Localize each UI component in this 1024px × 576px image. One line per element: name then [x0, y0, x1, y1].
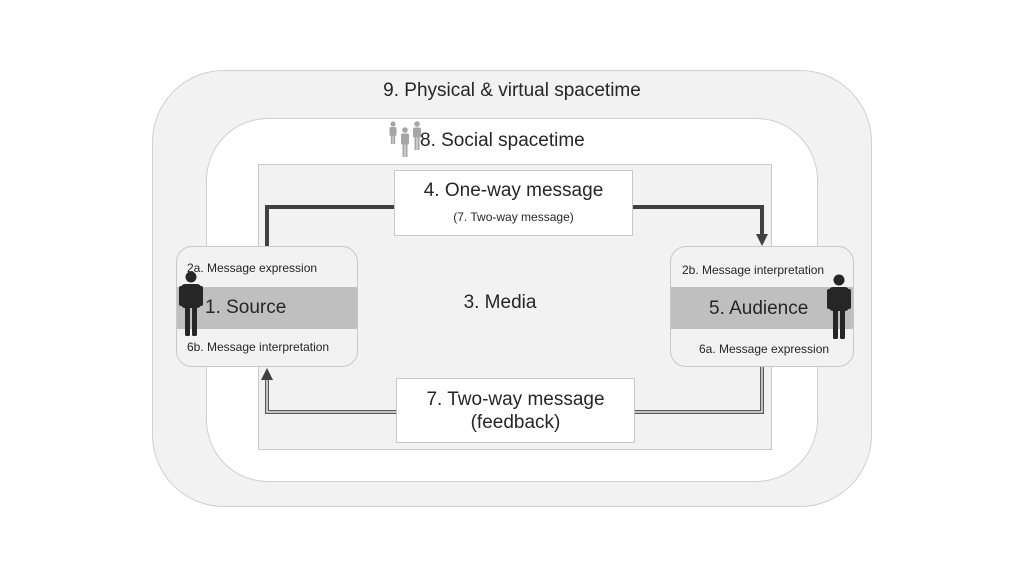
source-expression-label: 2a. Message expression [187, 261, 318, 275]
source-person-icon [179, 271, 203, 336]
one-way-message-title: 4. One-way message [423, 180, 604, 201]
feedback-arrow-left-segment [265, 378, 396, 414]
one-way-arrow-right-segment [633, 205, 764, 236]
audience-band [671, 287, 853, 329]
group-people-icon [389, 121, 421, 157]
feedback-arrow-right-segment [635, 367, 764, 414]
audience-expression-label: 6a. Message expression [699, 342, 830, 356]
audience-interpretation-label: 2b. Message interpretation [682, 263, 825, 277]
two-way-message-subtitle: (feedback) [470, 412, 561, 433]
social-spacetime-label: 8. Social spacetime [420, 130, 585, 151]
two-way-message-box: 7. Two-way message (feedback) [396, 378, 635, 443]
audience-person-icon [827, 274, 851, 339]
source-box: 2a. Message expression 1. Source 6b. Mes… [176, 246, 358, 367]
feedback-arrowhead [261, 368, 273, 380]
physical-spacetime-label: 9. Physical & virtual spacetime [383, 80, 641, 101]
one-way-message-box: 4. One-way message (7. Two-way message) [394, 170, 633, 236]
media-label: 3. Media [463, 292, 537, 313]
audience-box: 2b. Message interpretation 5. Audience 6… [670, 246, 854, 367]
one-way-arrow-left-segment [265, 205, 394, 246]
source-interpretation-label: 6b. Message interpretation [187, 340, 330, 354]
source-band [177, 287, 357, 329]
source-title: 1. Source [205, 297, 287, 318]
one-way-message-subtitle: (7. Two-way message) [453, 210, 574, 224]
audience-title: 5. Audience [709, 298, 809, 319]
two-way-message-title: 7. Two-way message [426, 389, 605, 410]
one-way-arrowhead [756, 234, 768, 246]
